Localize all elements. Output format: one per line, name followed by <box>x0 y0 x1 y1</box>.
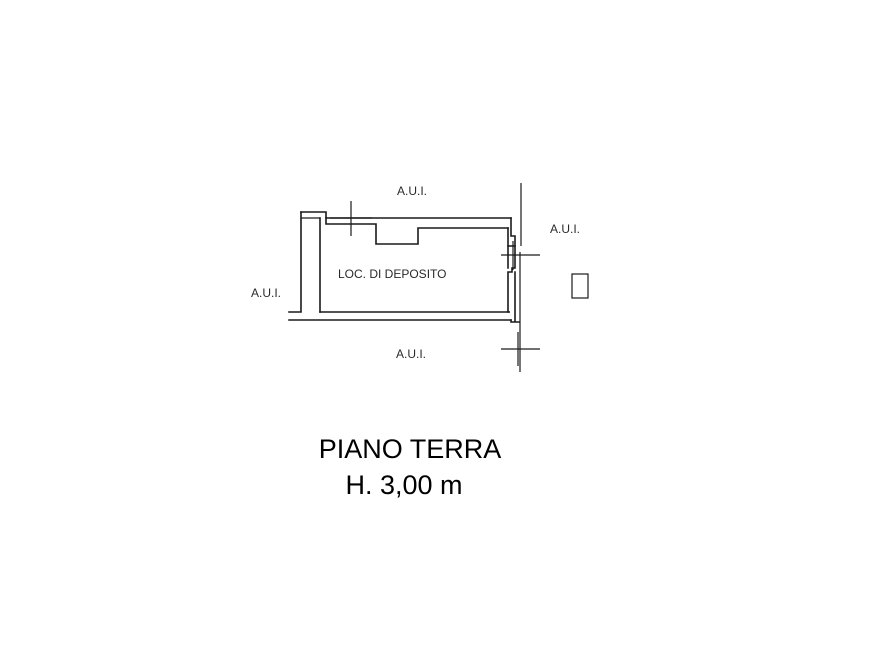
top-wall-inner <box>325 217 509 245</box>
property-boundary-right <box>519 183 522 372</box>
right-wall <box>507 217 516 247</box>
cross-marker-right-upper <box>501 241 540 270</box>
right-wall-lower <box>507 245 516 313</box>
cross-marker-top-left <box>330 201 372 236</box>
adjacent-label-left: A.U.I. <box>251 286 281 300</box>
room-label: LOC. DI DEPOSITO <box>338 267 446 281</box>
adjacent-label-bottom: A.U.I. <box>396 347 426 361</box>
height-caption: H. 3,00 m <box>345 470 462 500</box>
cross-markers <box>330 201 540 366</box>
left-wall-outer <box>288 211 302 313</box>
outer-walls <box>288 183 522 372</box>
cross-marker-right-lower <box>501 332 540 366</box>
right-wall-bottom <box>510 271 520 323</box>
top-wall-outer <box>300 211 512 219</box>
floor-name-caption: PIANO TERRA <box>319 434 502 464</box>
adjacent-label-right: A.U.I. <box>550 222 580 236</box>
adjacent-label-top: A.U.I. <box>397 184 427 198</box>
small-rectangle-symbol <box>571 273 589 299</box>
